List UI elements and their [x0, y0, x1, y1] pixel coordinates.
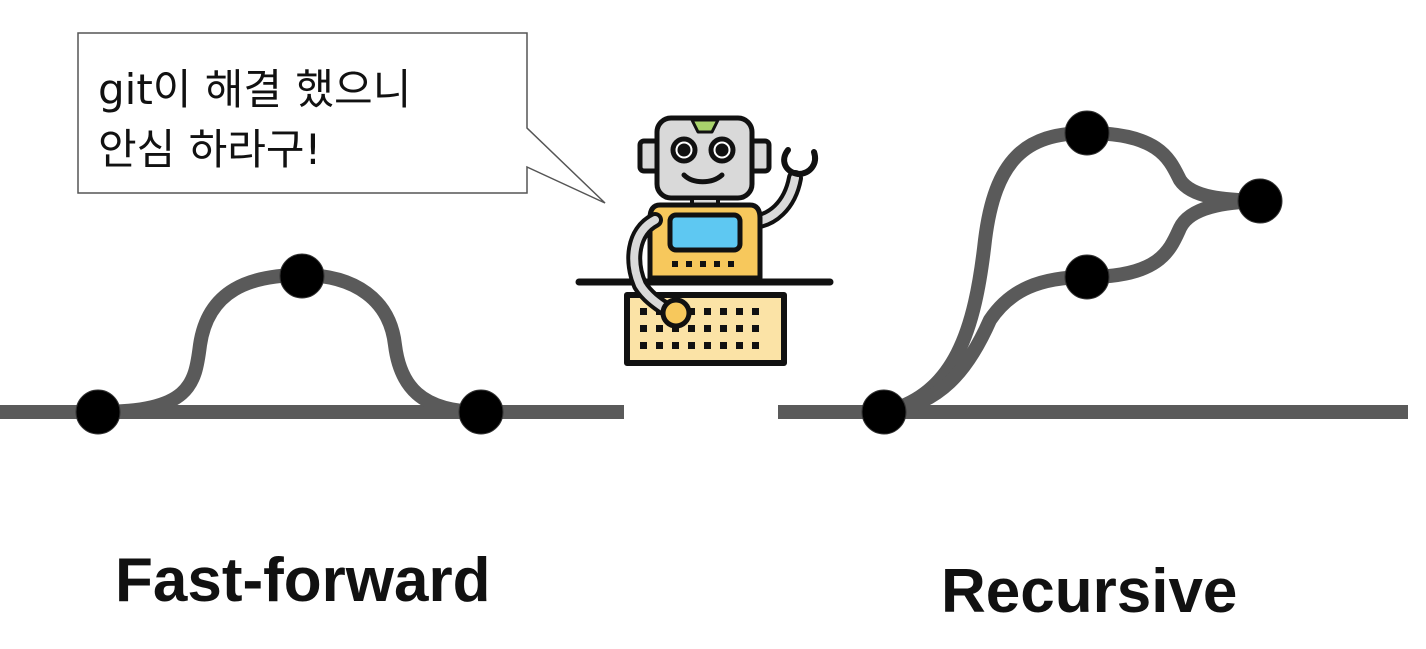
ff-commit-node	[458, 389, 504, 435]
recursive-label: Recursive	[941, 557, 1238, 626]
robot-hand	[660, 297, 692, 329]
robot-typing-icon	[575, 115, 834, 366]
robot-visor	[690, 118, 720, 134]
ff-commits	[75, 253, 504, 435]
robot-mouth	[681, 172, 725, 185]
speech-line-2: 안심 하라구!	[98, 125, 322, 174]
rec-commits	[861, 110, 1283, 435]
robot-body-dots	[672, 261, 734, 267]
fast-forward-label: Fast-forward	[115, 546, 491, 615]
speech-bubble	[77, 32, 606, 204]
speech-bubble-text: git이 해결 했으니 안심 하라구!	[98, 60, 518, 180]
rec-branch-upper	[882, 125, 1261, 419]
rec-commit-node	[1064, 254, 1110, 300]
ff-commit-node	[279, 253, 325, 299]
rec-commit-node	[861, 389, 907, 435]
rec-commit-node	[1064, 110, 1110, 156]
ff-feature-branch	[97, 267, 482, 419]
robot-claw-icon	[781, 147, 818, 177]
ff-commit-node	[75, 389, 121, 435]
speech-bubble-shape	[77, 32, 606, 204]
robot-screen	[667, 212, 743, 253]
rec-commit-node	[1237, 178, 1283, 224]
speech-line-1: git이 해결 했으니	[98, 65, 412, 114]
